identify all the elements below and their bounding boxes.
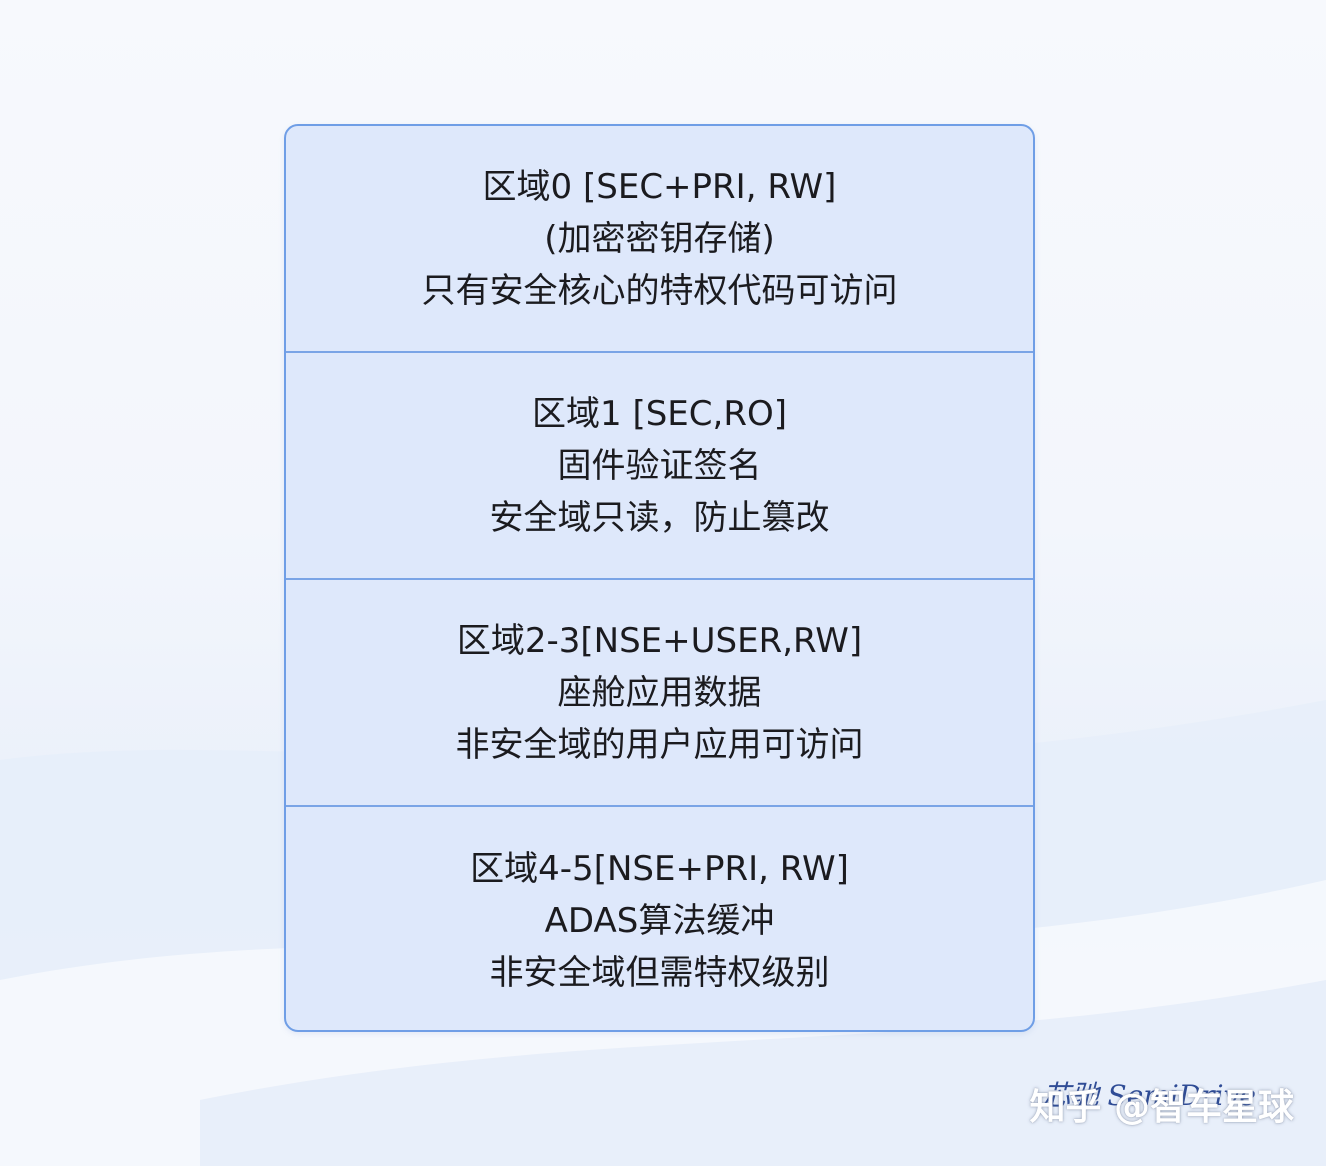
region-purpose: 座舱应用数据 (557, 672, 762, 713)
region-purpose: 固件验证签名 (557, 445, 762, 486)
region-title: 区域0 [SEC+PRI, RW] (482, 166, 837, 207)
region-4-5: 区域4-5[NSE+PRI, RW] ADAS算法缓冲 非安全域但需特权级别 (286, 807, 1033, 1030)
region-access-note: 非安全域但需特权级别 (489, 952, 830, 993)
region-access-note: 非安全域的用户应用可访问 (455, 724, 864, 765)
semidrive-logo: 芯驰 SemiDrive (1042, 1079, 1256, 1112)
region-purpose: ADAS算法缓冲 (544, 900, 775, 941)
region-purpose: (加密密钥存储) (544, 218, 775, 259)
region-title: 区域1 [SEC,RO] (532, 393, 787, 434)
region-title: 区域4-5[NSE+PRI, RW] (470, 848, 849, 889)
zhihu-watermark: 知乎 @智车星球 (1029, 1087, 1294, 1128)
region-title: 区域2-3[NSE+USER,RW] (456, 620, 863, 661)
region-0: 区域0 [SEC+PRI, RW] (加密密钥存储) 只有安全核心的特权代码可访… (286, 126, 1033, 353)
region-access-note: 安全域只读，防止篡改 (489, 497, 830, 538)
memory-region-stack: 区域0 [SEC+PRI, RW] (加密密钥存储) 只有安全核心的特权代码可访… (284, 124, 1035, 1032)
region-1: 区域1 [SEC,RO] 固件验证签名 安全域只读，防止篡改 (286, 353, 1033, 580)
region-access-note: 只有安全核心的特权代码可访问 (421, 270, 898, 311)
region-2-3: 区域2-3[NSE+USER,RW] 座舱应用数据 非安全域的用户应用可访问 (286, 580, 1033, 807)
